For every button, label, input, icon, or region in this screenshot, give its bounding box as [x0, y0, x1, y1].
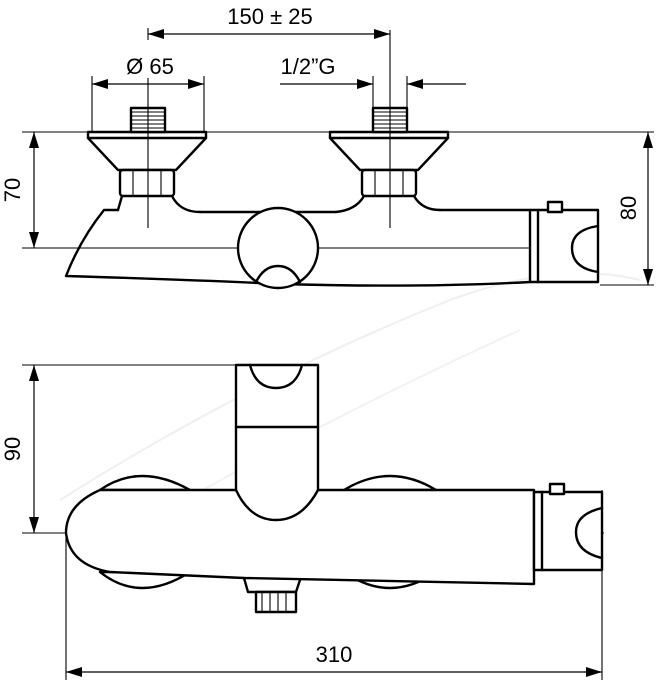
mixer-body-top [64, 363, 536, 586]
left-rosette [98, 474, 192, 492]
thermostat-housing [528, 208, 600, 284]
right-rosette [342, 474, 438, 492]
dimension-lines [29, 28, 653, 677]
dim-diameter: Ø 65 [126, 54, 174, 79]
dim-thread: 1/2”G [280, 54, 335, 79]
thermostat-button [546, 200, 564, 214]
dim-height-top-view: 90 [0, 437, 25, 461]
dim-height-right: 80 [616, 196, 641, 220]
left-hex-nut [118, 168, 176, 198]
dim-height-left: 70 [0, 178, 25, 202]
right-hex-nut [360, 168, 418, 198]
front-view [22, 30, 654, 290]
diverter-knob [236, 206, 320, 290]
thermostat-housing-top [532, 490, 604, 572]
dim-center-distance: 150 ± 25 [227, 4, 312, 29]
dim-total-length: 310 [316, 642, 353, 667]
top-view [22, 363, 604, 680]
thermostat-button-top [548, 482, 566, 496]
